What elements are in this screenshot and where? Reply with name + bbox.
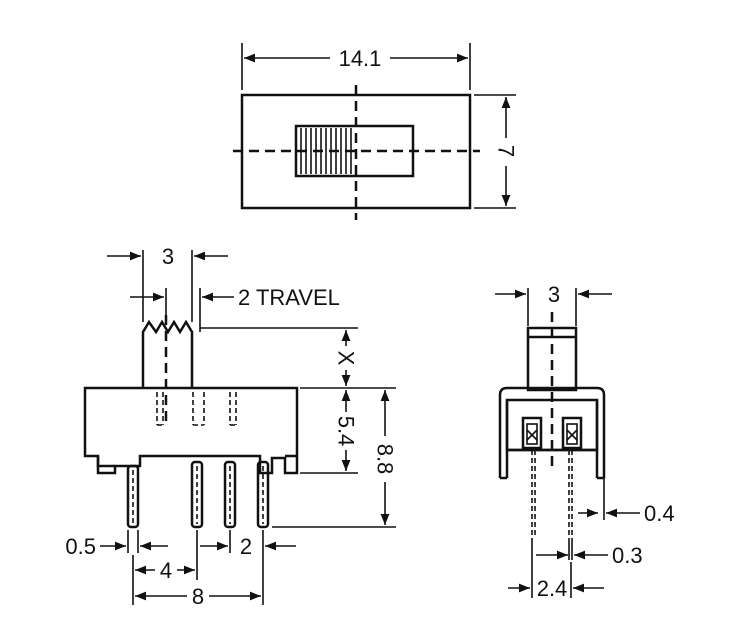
side-pin-2 [190,460,204,529]
side-pin-4 [256,460,270,529]
side-end-pin-offset-label: 2 [240,534,252,559]
side-pin-width-label: 0.5 [65,534,96,559]
side-view: 3 2 TRAVEL X 5.4 8.8 0.5 [65,244,397,609]
top-view-slider-opening [294,124,415,178]
end-frame-thickness-label: 0.4 [644,501,675,526]
end-pin-spacing-label: 2.4 [537,576,568,601]
side-actuator-height-label: X [334,351,359,366]
side-pin-span-label: 8 [192,584,204,609]
slider-knob-hatching [300,128,352,174]
side-pin-1 [126,464,140,529]
side-body [83,386,299,475]
end-pin-thickness-label: 0.3 [612,543,643,568]
side-actuator [141,319,194,388]
side-body-height-label: 5.4 [334,416,359,447]
side-pin-pitch-label: 4 [160,558,172,583]
side-pin-3 [223,460,237,529]
side-actuator-width-label: 3 [162,244,174,269]
side-travel-label: 2 TRAVEL [238,285,340,310]
end-view: 3 0.4 0.3 2.4 [495,282,675,601]
end-frame [498,386,606,478]
side-total-height-label: 8.8 [373,444,398,475]
top-view: 14.1 7 [233,43,519,220]
top-height-label: 7 [494,145,519,157]
end-actuator-width-label: 3 [548,282,560,307]
top-width-label: 14.1 [339,46,382,71]
